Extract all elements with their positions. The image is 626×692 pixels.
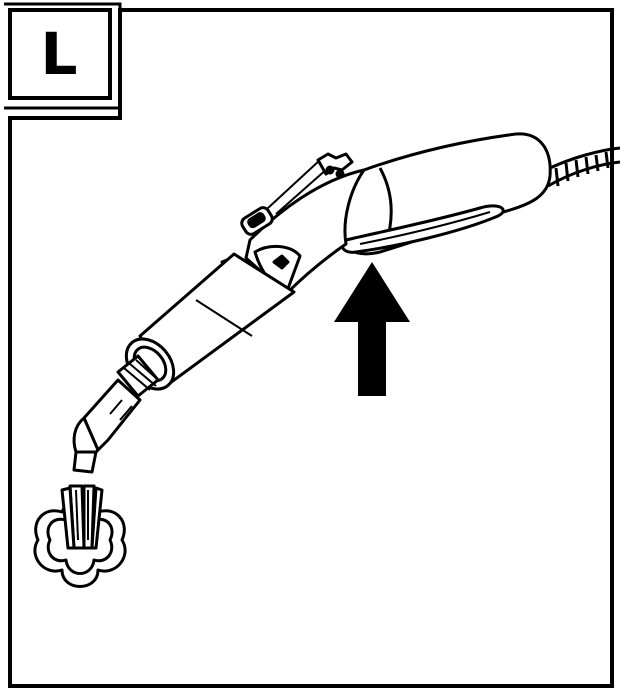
extension-tube: [116, 252, 296, 398]
step-label-box: [4, 2, 122, 110]
steam-body: [220, 152, 366, 296]
unlock-icon: [272, 254, 290, 270]
steam-trigger: [340, 204, 505, 254]
up-arrow-icon: [334, 262, 410, 396]
illustration-frame: [8, 8, 614, 688]
triple-jet-nozzle-icon: [33, 484, 127, 588]
steam-handle: [334, 132, 552, 256]
steam-hose: [545, 146, 621, 188]
angled-nozzle: [72, 378, 142, 474]
